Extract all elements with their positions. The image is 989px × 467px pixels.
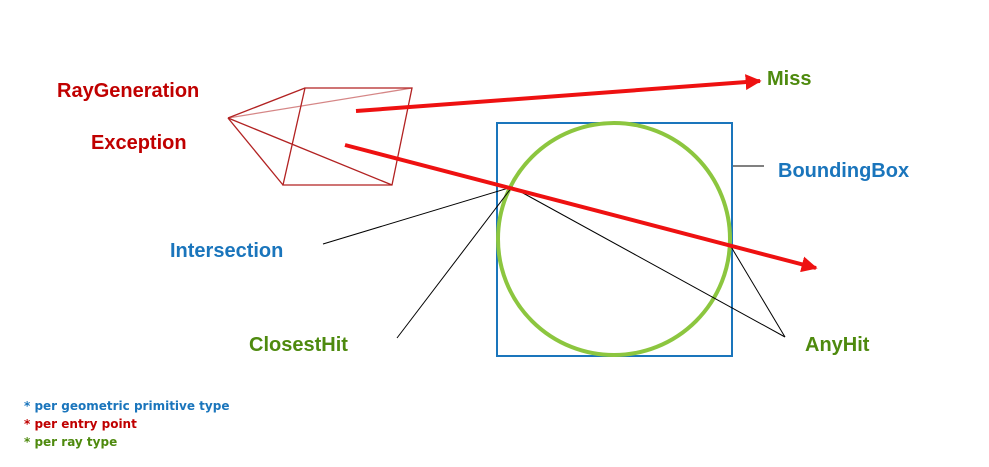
any-hit-label: AnyHit — [805, 334, 870, 356]
leader-lines — [322, 165, 786, 339]
ray-generation-label: RayGeneration — [57, 80, 199, 102]
closest-hit-label: ClosestHit — [249, 334, 348, 356]
miss-ray-arrow — [355, 74, 762, 113]
miss-label: Miss — [767, 68, 811, 90]
legend-item-primitive: * per geometric primitive type — [24, 399, 230, 413]
hit-ray-arrow — [344, 143, 818, 273]
legend-item-entry-point: * per entry point — [24, 417, 137, 431]
camera-frustum-icon — [227, 87, 413, 186]
legend: * per geometric primitive type * per ent… — [24, 397, 229, 451]
legend-item-ray-type: * per ray type — [24, 435, 118, 449]
exception-label: Exception — [91, 132, 187, 154]
bounding-box-label: BoundingBox — [778, 160, 909, 182]
intersection-label: Intersection — [170, 240, 283, 262]
sphere-primitive — [496, 121, 732, 357]
